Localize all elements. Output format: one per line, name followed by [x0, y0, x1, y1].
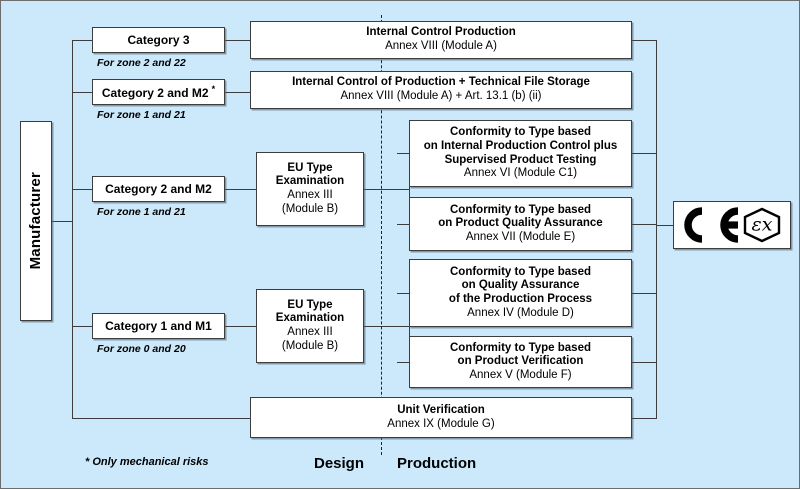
category-2-m2-star-label: Category 2 and M2* [101, 83, 216, 100]
category-3-zone-label: For zone 2 and 22 [97, 57, 186, 69]
connector-bus-to-category-2-m2 [72, 189, 93, 190]
eu-type-examination-box-2[interactable]: EU Type Examination Annex III (Module B) [256, 289, 364, 363]
connector-bus-to-unit-verification [72, 418, 251, 419]
eu-type-2-line2: Examination [275, 312, 345, 325]
connector-right-bus-to-ce-mark [656, 225, 674, 226]
eu-type-1-line2: Examination [275, 175, 345, 188]
connector-conformity-c1-to-right-bus [632, 153, 657, 154]
conformity-c1-line2: on Internal Production Control plus [423, 139, 618, 152]
connector-manufacturer-to-bus [52, 221, 73, 222]
unit-verification-box[interactable]: Unit Verification Annex IX (Module G) [250, 397, 632, 438]
conformity-c1-line1: Conformity to Type based [450, 126, 591, 139]
conformity-module-d-box[interactable]: Conformity to Type based on Quality Assu… [409, 259, 632, 327]
category-3-label: Category 3 [127, 32, 190, 47]
conformity-f-line1: Conformity to Type based [450, 341, 591, 354]
eu-type-1-line1: EU Type [287, 161, 333, 174]
connector-category-2-star-to-internal-control-tf [225, 92, 251, 93]
internal-control-production-annex: Annex VIII (Module A) [385, 40, 497, 52]
conformity-module-c1-box[interactable]: Conformity to Type based on Internal Pro… [409, 120, 632, 187]
conformity-f-line2: on Product Verification [457, 355, 584, 368]
internal-control-tech-file-title: Internal Control of Production + Technic… [292, 76, 590, 89]
unit-verification-title: Unit Verification [397, 403, 485, 416]
internal-control-production-title: Internal Control Production [366, 26, 516, 39]
conformity-c1-line3: Supervised Product Testing [444, 153, 597, 166]
eu-type-1-module: (Module B) [281, 202, 339, 215]
conformity-e-line1: Conformity to Type based [450, 203, 591, 216]
ce-ex-marking-box: ɛx [673, 201, 791, 249]
eu-type-1-annex: Annex III [287, 189, 333, 201]
conformity-c1-annex: Annex VI (Module C1) [463, 167, 578, 180]
footnote-star-icon: * [211, 83, 216, 94]
unit-verification-annex: Annex IX (Module G) [387, 417, 495, 430]
conformity-d-annex: Annex IV (Module D) [467, 306, 574, 319]
footer-label-design: Design [314, 455, 365, 472]
category-2-m2-zone-label: For zone 1 and 21 [97, 206, 186, 218]
category-2-m2-star-zone-label: For zone 1 and 21 [97, 109, 186, 121]
connector-fan-to-conformity-e [397, 224, 410, 225]
internal-control-tech-file-box[interactable]: Internal Control of Production + Technic… [250, 71, 632, 109]
connector-eu-type-2-fan-vertical [409, 293, 410, 362]
connector-category-3-to-internal-control [225, 40, 251, 41]
conformity-f-annex: Annex V (Module F) [469, 368, 572, 381]
connector-conformity-e-to-right-bus [632, 224, 657, 225]
conformity-e-annex: Annex VII (Module E) [465, 230, 576, 243]
connector-fan-to-conformity-c1 [397, 153, 410, 154]
conformity-e-line2: on Product Quality Assurance [438, 217, 603, 230]
connector-category-2-to-eu-type-1 [225, 189, 257, 190]
internal-control-production-box[interactable]: Internal Control Production Annex VIII (… [250, 21, 632, 59]
connector-eu-type-1-fan-vertical [409, 153, 410, 224]
ce-ex-mark-icon: ɛx [684, 207, 781, 243]
category-2-m2-label: Category 2 and M2 [105, 181, 212, 196]
connector-bus-to-category-3 [72, 40, 93, 41]
eu-type-examination-box-1[interactable]: EU Type Examination Annex III (Module B) [256, 152, 364, 226]
conformity-d-line1: Conformity to Type based [450, 265, 591, 278]
conformity-module-e-box[interactable]: Conformity to Type based on Product Qual… [409, 197, 632, 251]
eu-type-2-module: (Module B) [281, 339, 339, 352]
category-1-m1-label: Category 1 and M1 [105, 318, 212, 333]
footer-label-production: Production [397, 455, 477, 472]
manufacturer-box[interactable]: Manufacturer [20, 121, 52, 321]
connector-eu-type-2-out [364, 326, 410, 327]
internal-control-tech-file-annex: Annex VIII (Module A) + Art. 13.1 (b) (i… [340, 90, 542, 102]
conformity-module-f-box[interactable]: Conformity to Type based on Product Veri… [409, 336, 632, 388]
connector-bus-to-category-2-m2-star [72, 92, 93, 93]
connector-right-bus-vertical [656, 40, 657, 418]
conformity-d-line3: of the Production Process [448, 293, 593, 305]
category-2-m2-box[interactable]: Category 2 and M2 [92, 176, 225, 202]
category-3-box[interactable]: Category 3 [92, 27, 225, 53]
eu-type-2-line1: EU Type [287, 298, 333, 311]
svg-text:ɛx: ɛx [752, 214, 773, 236]
connector-internal-control-to-right-bus [632, 40, 657, 41]
connector-conformity-f-to-right-bus [632, 362, 657, 363]
manufacturer-label: Manufacturer [27, 172, 45, 270]
footnote-mechanical-risks: * Only mechanical risks [85, 456, 209, 468]
category-1-m1-zone-label: For zone 0 and 20 [97, 343, 186, 355]
design-production-divider [381, 15, 382, 455]
connector-bus-to-category-1-m1 [72, 326, 93, 327]
category-1-m1-box[interactable]: Category 1 and M1 [92, 313, 225, 339]
connector-left-bus-vertical [72, 40, 73, 419]
connector-conformity-d-to-right-bus [632, 293, 657, 294]
connector-unit-verification-to-right-bus [632, 418, 657, 419]
conformity-d-line2: on Quality Assurance [461, 279, 580, 292]
connector-fan-to-conformity-f [397, 362, 410, 363]
category-2-m2-star-box[interactable]: Category 2 and M2* [92, 79, 225, 105]
connector-category-1-to-eu-type-2 [225, 326, 257, 327]
connector-eu-type-1-out [364, 189, 410, 190]
eu-type-2-annex: Annex III [287, 326, 333, 338]
connector-fan-to-conformity-d [397, 293, 410, 294]
